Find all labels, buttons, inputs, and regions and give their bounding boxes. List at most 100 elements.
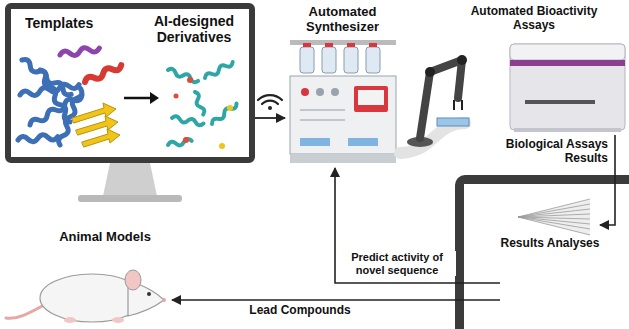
template-protein [18, 58, 84, 146]
plate-reader [510, 44, 625, 60]
assay-station: Automated Bioactivity Assays [465, 3, 627, 135]
monitor-screen: Templates AI-designed Derivatives [5, 3, 255, 163]
template-protein [19, 82, 79, 98]
analysis-funnel [518, 209, 590, 217]
flow-arrow [172, 299, 500, 301]
wifi-symbol [268, 106, 272, 110]
synthesizer-machine [354, 86, 388, 112]
synthesizer-machine [325, 43, 333, 47]
robot-arm [453, 100, 455, 110]
rat-illustration [162, 298, 166, 302]
analysis-funnel [518, 204, 590, 217]
analysis-funnel [518, 199, 590, 235]
template-protein [59, 45, 99, 58]
robot-arm [420, 60, 462, 138]
synthesizer-machine [316, 88, 324, 96]
analysis-funnel [518, 217, 590, 229]
rat-illustration [147, 292, 151, 296]
rat-illustration [6, 270, 166, 323]
derivative-protein [204, 60, 234, 80]
analysis-funnel [518, 199, 590, 235]
synthesizer-machine [358, 90, 384, 105]
derivative-protein [174, 94, 179, 99]
robot-arm [407, 55, 469, 147]
template-protein [18, 134, 58, 143]
plate-reader [514, 128, 621, 132]
synthesizer-station: Automated Synthesizer [285, 3, 400, 168]
design-arrow [150, 92, 159, 104]
template-protein [72, 103, 120, 147]
derivative-protein [172, 116, 204, 126]
left-monitor [78, 195, 182, 202]
robot-arm [425, 67, 435, 77]
template-protein [18, 45, 123, 147]
synthesizer-machine [348, 138, 378, 146]
edge-label: Lead Compounds [240, 304, 360, 318]
template-protein [82, 129, 120, 147]
plate-reader [510, 60, 625, 66]
template-protein [84, 62, 123, 84]
right-monitor [464, 184, 629, 329]
derivative-protein [183, 137, 189, 143]
edge-label: Predict activity of novel sequence [338, 251, 456, 276]
synthesizer-machine [369, 43, 377, 47]
synthesizer-machine [303, 43, 311, 47]
results-panel: Results Analyses [500, 195, 600, 305]
wifi-symbol [258, 95, 282, 100]
synthesizer-machine [301, 88, 309, 96]
synthesizer-machine [290, 40, 396, 163]
analysis-funnel [518, 199, 590, 235]
wifi-symbol [258, 95, 282, 110]
edge-label: Biological Assays Results [490, 138, 610, 166]
analysis-funnel [518, 214, 590, 217]
animal-model: Animal Models [5, 228, 172, 326]
plate-reader [510, 44, 625, 130]
robot-arm [437, 118, 469, 126]
design-arrow [124, 97, 150, 100]
synthesizer-machine [290, 154, 396, 163]
right-monitor [455, 175, 629, 329]
synthesizer-machine [344, 47, 358, 73]
node-label: Results Analyses [500, 237, 600, 251]
node-label: AI-designed Derivatives [139, 13, 249, 45]
synthesizer-machine [300, 119, 345, 121]
node-label: Automated Synthesizer [285, 5, 400, 35]
derivative-protein [193, 91, 206, 115]
synthesizer-machine [300, 138, 330, 146]
synthesizer-machine [347, 43, 355, 47]
derivative-protein [210, 102, 238, 126]
synthesizer-machine [366, 47, 380, 73]
rat-illustration [125, 270, 141, 290]
left-monitor [103, 163, 157, 196]
conveyor-band [400, 123, 465, 153]
node-label: Templates [25, 15, 125, 31]
robot-arm [461, 100, 463, 110]
plate-reader [510, 44, 625, 132]
synthesizer-machine [322, 47, 336, 73]
rat-illustration [64, 317, 76, 323]
derivative-protein [219, 143, 225, 149]
derivative-protein [167, 68, 199, 84]
node-label: Animal Models [40, 230, 170, 245]
synthesizer-machine [331, 88, 339, 96]
analysis-funnel [518, 199, 590, 217]
plate-reader [525, 100, 595, 104]
node-label: Automated Bioactivity Assays [465, 5, 603, 33]
left-monitor [8, 6, 252, 160]
rat-illustration [112, 317, 124, 323]
wifi-symbol [262, 101, 278, 104]
derivative-protein [227, 105, 233, 111]
synthesizer-machine [300, 47, 314, 73]
derivative-protein [187, 77, 193, 83]
right-monitor [455, 175, 629, 329]
wireless-arrow [255, 117, 285, 119]
rat-illustration [6, 305, 44, 318]
derivative-protein [167, 60, 238, 149]
synthesizer-machine [300, 109, 345, 111]
left-monitor [8, 6, 252, 202]
analysis-funnel [518, 217, 590, 235]
derivative-protein [167, 60, 238, 148]
design-arrow [124, 92, 159, 104]
